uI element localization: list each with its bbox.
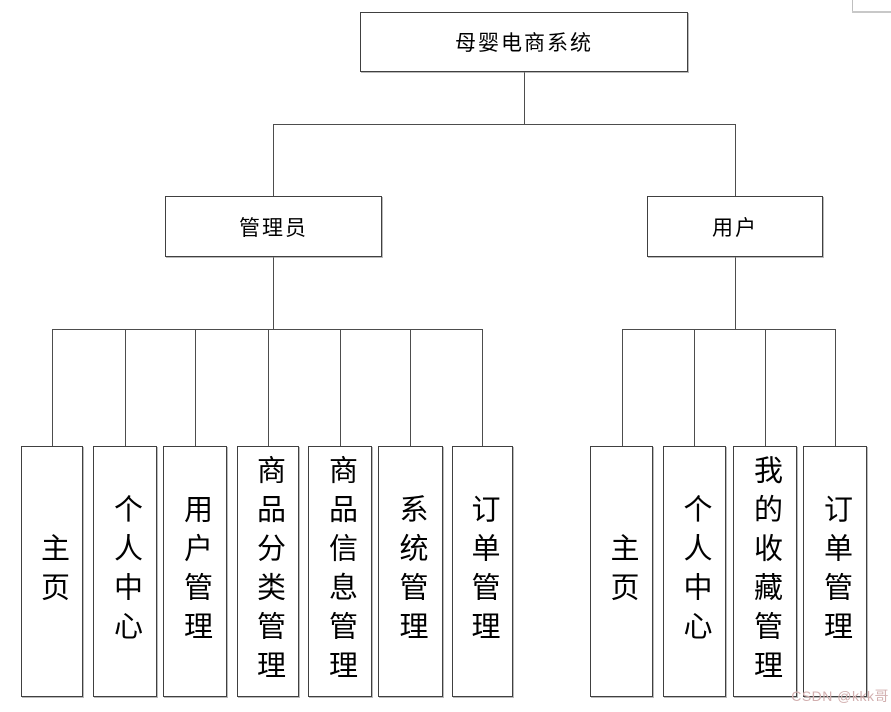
node-favorites-management: 我的收藏管理 [733, 446, 797, 697]
node-user-order-management-label: 订单管理 [819, 493, 852, 650]
connector-admin-down [273, 257, 274, 329]
node-user-management: 用户管理 [163, 446, 227, 697]
connector-user-down [735, 257, 736, 329]
node-user: 用户 [647, 196, 823, 257]
node-user-home-label: 主页 [606, 532, 638, 611]
connector-admin-drop-6 [410, 329, 411, 446]
node-admin-order-management-label: 订单管理 [467, 493, 499, 650]
connector-user-drop-3 [765, 329, 766, 446]
node-user-home: 主页 [590, 446, 653, 697]
connector-level1-bus [273, 124, 736, 125]
connector-admin-drop-4 [268, 329, 269, 446]
connector-user-drop-1 [622, 329, 623, 446]
node-product-category-management: 商品分类管理 [237, 446, 299, 697]
node-root: 母婴电商系统 [360, 12, 688, 72]
node-user-management-label: 用户管理 [179, 493, 212, 650]
node-admin: 管理员 [165, 196, 382, 257]
connector-admin-bus [52, 329, 483, 330]
node-system-management: 系统管理 [378, 446, 443, 697]
node-user-label: 用户 [712, 216, 758, 240]
node-user-order-management: 订单管理 [803, 446, 867, 697]
connector-user-drop-2 [694, 329, 695, 446]
connector-root-stem [524, 72, 525, 124]
node-favorites-management-label: 我的收藏管理 [749, 454, 782, 689]
connector-admin-drop-5 [340, 329, 341, 446]
node-admin-home-label: 主页 [36, 532, 69, 611]
connector-admin-drop-1 [52, 329, 53, 446]
connector-admin-stem [273, 124, 274, 196]
node-root-label: 母婴电商系统 [455, 32, 593, 55]
node-admin-personal-center: 个人中心 [93, 446, 157, 697]
node-user-personal-center: 个人中心 [663, 446, 726, 697]
corner-mark-vertical [852, 0, 853, 11]
connector-admin-drop-3 [195, 329, 196, 446]
node-admin-order-management: 订单管理 [452, 446, 513, 697]
connector-user-stem [735, 124, 736, 196]
node-product-info-management: 商品信息管理 [308, 446, 372, 697]
connector-user-bus [622, 329, 835, 330]
connector-admin-drop-2 [125, 329, 126, 446]
node-system-management-label: 系统管理 [395, 493, 427, 650]
node-product-category-management-label: 商品分类管理 [252, 454, 285, 689]
connector-user-drop-4 [835, 329, 836, 446]
csdn-watermark: CSDN @kkk哥 [791, 688, 889, 704]
node-product-info-management-label: 商品信息管理 [324, 454, 357, 689]
node-admin-label: 管理员 [239, 216, 308, 240]
corner-mark-horizontal [852, 11, 891, 13]
connector-admin-drop-7 [482, 329, 483, 446]
node-user-personal-center-label: 个人中心 [679, 493, 711, 650]
node-admin-home: 主页 [21, 446, 83, 697]
node-admin-personal-center-label: 个人中心 [109, 493, 142, 650]
